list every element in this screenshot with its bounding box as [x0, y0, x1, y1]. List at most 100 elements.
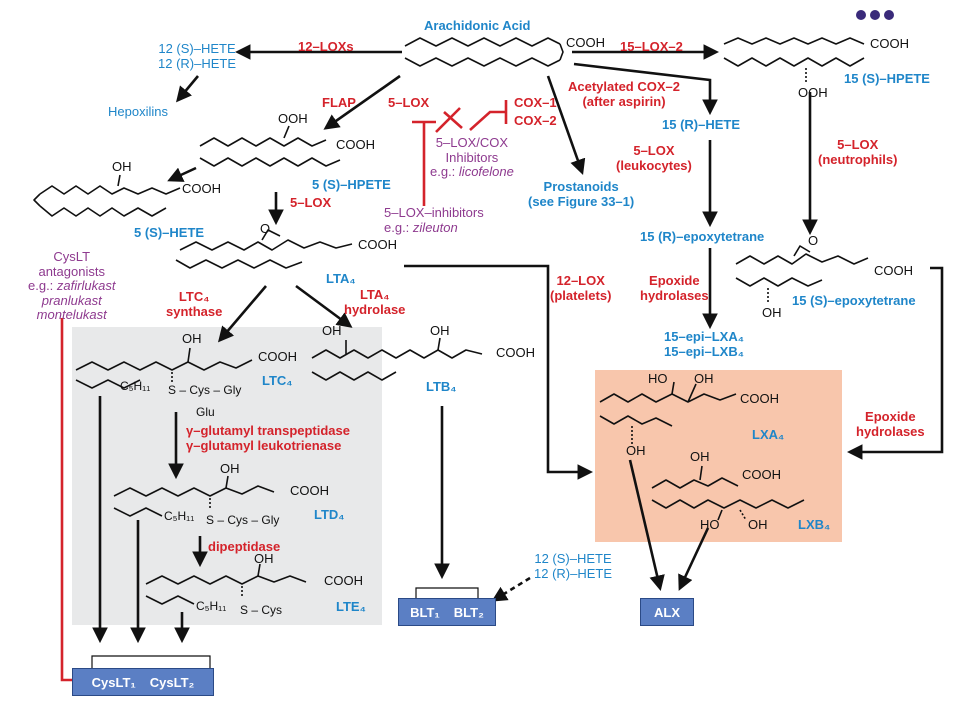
acetylated-cox2: Acetylated COX–2: [568, 79, 680, 94]
15r-epoxytetrane-label: 15 (R)–epoxytetrane: [640, 229, 765, 244]
lxa4-structure: [599, 393, 737, 403]
cyslt-1: CysLT: [53, 249, 91, 264]
ltd4-cooh: COOH: [290, 483, 329, 498]
12r-hete: 12 (R)–HETE: [158, 55, 237, 71]
see-figure: (see Figure 33–1): [528, 193, 635, 209]
hpete-15s-cooh: COOH: [870, 36, 909, 51]
arrow-12-hete-to-hepoxilins: [176, 75, 199, 103]
ltd4-c5h11: C₅H₁₁: [164, 509, 195, 523]
ltb4-label: LTB₄: [426, 379, 457, 394]
arrow-lta4-to-ltb4: [295, 284, 353, 328]
corner-dots: [832, 8, 942, 20]
ltb4-cooh: COOH: [496, 345, 535, 360]
ltc4-glu: Glu: [196, 405, 215, 419]
12s-hete: 12 (S)–HETE: [158, 41, 236, 56]
arrow-aa-to-5-hpete: [323, 74, 401, 130]
cysteinyl-leukotriene-panel-upper: [72, 327, 330, 414]
15-epi-lipoxins-label: 15–epi–LXA₄ 15–epi–LXB₄: [664, 329, 744, 359]
lte4-cooh: COOH: [324, 573, 363, 588]
pranlukast: pranlukast: [41, 292, 102, 308]
lxb4-oh: OH: [690, 449, 710, 464]
ltd4-label: LTD₄: [314, 507, 345, 522]
acetylated-cox2-label: Acetylated COX–2 (after aspirin): [568, 79, 680, 109]
lox-cox-2: Inhibitors: [445, 149, 499, 165]
arrow-5-hpete-to-5-hete: [167, 166, 197, 182]
cyslt2-label: CysLT₂: [149, 674, 195, 690]
12-hete-lower-label: 12 (S)–HETE 12 (R)–HETE: [534, 551, 612, 581]
ggt-1: γ–glutamyl transpeptidase: [186, 423, 350, 438]
15s-hpete-structure: [723, 37, 865, 45]
neutrophils: (neutrophils): [818, 151, 898, 167]
ltc4-oh: OH: [182, 331, 202, 346]
cyslt1-label: CysLT₁: [91, 674, 136, 690]
ltd4-structure: [113, 485, 275, 497]
arrow-epoxytetrane-15s-to-lipoxin: [846, 266, 944, 460]
lte4-structure: [145, 575, 307, 585]
lxa4-oh-lower: OH: [626, 443, 646, 458]
5-lox-neutrophils-label: 5–LOX (neutrophils): [818, 137, 898, 167]
epoxytetrane-oh: OH: [762, 305, 782, 320]
lte4-s-cys: S – Cys: [240, 603, 283, 617]
zileuton: zileuton: [412, 219, 458, 235]
hete-5s-cooh: COOH: [182, 181, 221, 196]
arachidonic-acid-structure: [404, 37, 561, 47]
blt1-label: BLT₁: [410, 604, 440, 620]
cyslt-2: antagonists: [38, 263, 105, 279]
5s-hete-label: 5 (S)–HETE: [134, 225, 205, 240]
5-lox-neutro: 5–LOX: [837, 137, 879, 152]
lte4-oh: OH: [254, 551, 274, 566]
lta4-structure: [179, 239, 353, 251]
ltc4-s-cys-gly: S – Cys – Gly: [168, 383, 242, 397]
hete-5s-oh: OH: [112, 159, 132, 174]
lxb4-ho: HO: [700, 517, 720, 532]
lox-cox-inhibitor-line: [435, 107, 461, 133]
lta4-hydrolase-b: hydrolase: [344, 301, 406, 317]
arrow-aa-to-prostanoids: [546, 75, 586, 175]
lta4-cooh: COOH: [358, 237, 397, 252]
ltd4-oh: OH: [220, 461, 240, 476]
lox-inh-eg: e.g.:: [384, 219, 413, 235]
5-lox-top-label: 5–LOX: [388, 95, 430, 110]
lox-inh-example: e.g.: zileuton: [384, 219, 484, 236]
ltb4-structure: [311, 349, 483, 359]
epoxytetrane-cooh: COOH: [874, 263, 913, 278]
12-lox-platelets-label: 12–LOX (platelets): [550, 273, 611, 303]
ltc4-c5h11: C₅H₁₁: [120, 379, 151, 393]
ltc4-label: LTC₄: [262, 373, 293, 388]
ltb4-oh-right: OH: [430, 323, 450, 338]
alx-receptor-box: ALX: [640, 598, 694, 626]
15s-epoxytetrane-structure: [735, 253, 869, 265]
cox-2-label: COX–2: [514, 113, 557, 128]
arrow-lxa4-to-alx: [628, 459, 665, 592]
cyslt-antagonist-line: [60, 318, 74, 682]
lox-cox-1: 5–LOX/COX: [435, 135, 509, 150]
ltc4-synthase-label: LTC₄ synthase: [166, 289, 222, 319]
cox-inhibitor-line: [469, 110, 506, 131]
5s-hpete-label: 5 (S)–HPETE: [312, 177, 391, 192]
arrow-acetylated-cox2: [573, 62, 718, 116]
15s-epoxytetrane-label: 15 (S)–epoxytetrane: [792, 293, 916, 308]
12-hete-label: 12 (S)–HETE 12 (R)–HETE: [158, 41, 237, 71]
lxb4-label: LXB₄: [798, 517, 831, 532]
lxb4-structure: [651, 477, 739, 489]
ltb4-oh-left: OH: [322, 323, 342, 338]
lox-cox-example: e.g.: licofelone: [430, 164, 514, 180]
arrow-lta4-to-ltc4: [217, 285, 267, 343]
lxb4-cooh: COOH: [742, 467, 781, 482]
montelukast: montelukast: [36, 307, 107, 323]
5s-hete-structure: [39, 185, 181, 195]
15-lox-2-label: 15–LOX–2: [620, 39, 683, 54]
epoxide-2b: hydrolases: [856, 423, 925, 439]
5-lox-leukocytes-label: 5–LOX (leukocytes): [616, 143, 692, 173]
15-epi-lxa4: 15–epi–LXA₄: [664, 329, 744, 344]
ltc4-structure: [75, 359, 253, 371]
arrow-12-hete-to-blt: [491, 576, 531, 602]
lxa4-oh: OH: [694, 371, 714, 386]
flap-label: FLAP: [322, 95, 356, 110]
15s-hpete-label: 15 (S)–HPETE: [844, 71, 930, 86]
lta4-hydrolase-label: LTA₄ hydrolase: [344, 287, 406, 317]
hpete-5s-cooh: COOH: [336, 137, 375, 152]
lta4-label: LTA₄: [326, 271, 356, 286]
